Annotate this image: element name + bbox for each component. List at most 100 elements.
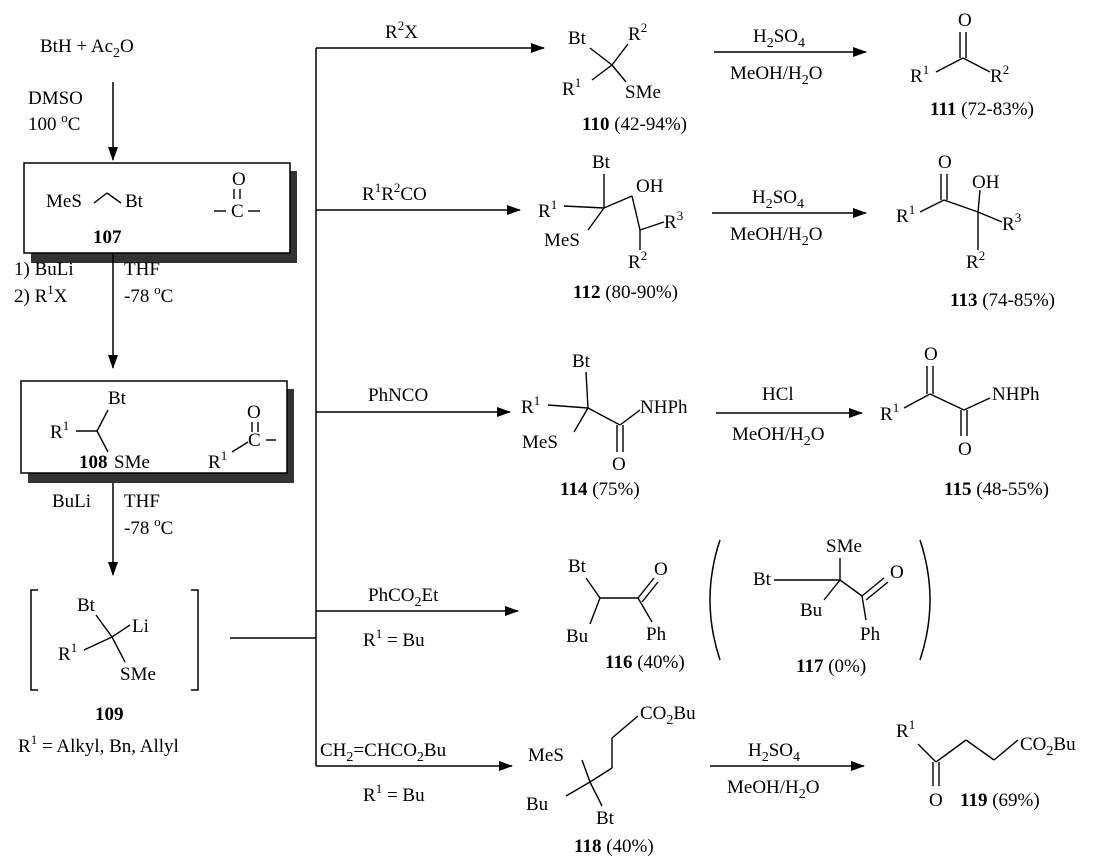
- svg-text:Bt: Bt: [753, 569, 772, 590]
- compound-114: Bt R1 MeS NHPh O 114 (75%): [521, 351, 688, 500]
- compound-117: SMe Bt O Bu Ph 117 (0%): [709, 536, 931, 677]
- svg-text:R1: R1: [58, 640, 77, 665]
- conditions-118-119: H2SO4 MeOH/H2O: [727, 740, 820, 802]
- svg-text:O: O: [938, 152, 952, 173]
- compound-116: Bt O Bu Ph 116 (40%): [566, 556, 685, 673]
- svg-text:MeS: MeS: [544, 230, 580, 251]
- svg-text:117 (0%): 117 (0%): [796, 656, 866, 677]
- svg-text:R1: R1: [538, 197, 557, 222]
- svg-text:R1: R1: [50, 418, 69, 443]
- svg-text:CO2Bu: CO2Bu: [1020, 734, 1076, 759]
- reagent-r2x: R2X: [385, 18, 418, 43]
- svg-text:SMe: SMe: [120, 664, 156, 685]
- compound-label-110: 110: [582, 114, 609, 135]
- svg-text:OH: OH: [972, 172, 1000, 193]
- svg-text:MeS: MeS: [528, 745, 564, 766]
- svg-text:O: O: [612, 454, 626, 475]
- reagent-phco2et: PhCO2Et R1 = Bu: [363, 585, 439, 651]
- svg-text:Bt: Bt: [77, 595, 96, 616]
- compound-119: R1 CO2Bu O 119 (69%): [896, 717, 1076, 811]
- conditions-110-111: H2SO4 MeOH/H2O: [730, 26, 823, 88]
- compound-107-box: MeS Bt 107 O C: [23, 162, 297, 263]
- svg-text:R1 = Bu: R1 = Bu: [363, 781, 425, 806]
- compound-label-112: 112: [573, 282, 600, 303]
- starting-materials: BtH + Ac2O: [40, 36, 134, 61]
- compound-110: Bt R2 R1 SMe 110 (42-94%): [562, 20, 687, 135]
- svg-text:110 (42-94%): 110 (42-94%): [582, 114, 687, 135]
- svg-text:2) R1X: 2) R1X: [14, 282, 68, 307]
- intermediate-109: Bt Li R1 SMe 109: [30, 589, 199, 725]
- compound-label-115: 115: [944, 479, 971, 500]
- svg-text:NHPh: NHPh: [992, 384, 1040, 405]
- svg-text:O: O: [958, 10, 972, 31]
- svg-text:Bt: Bt: [568, 556, 587, 577]
- svg-text:Bt: Bt: [572, 351, 591, 372]
- svg-text:Bu: Bu: [800, 600, 823, 621]
- svg-text:O: O: [929, 790, 943, 811]
- svg-text:CO2Bu: CO2Bu: [640, 703, 696, 728]
- svg-text:R1: R1: [896, 717, 915, 742]
- svg-text:MeS: MeS: [46, 191, 82, 212]
- svg-text:THF: THF: [124, 491, 160, 512]
- compound-label-107: 107: [93, 227, 122, 248]
- compound-label-114: 114: [560, 479, 588, 500]
- svg-text:MeOH/H2O: MeOH/H2O: [727, 777, 820, 802]
- svg-text:R3: R3: [1002, 210, 1021, 235]
- compound-115: O R1 NHPh O 115 (48-55%): [880, 344, 1049, 500]
- svg-text:Bt: Bt: [568, 28, 587, 49]
- svg-text:O: O: [654, 559, 668, 580]
- svg-text:116 (40%): 116 (40%): [605, 652, 685, 673]
- svg-text:BtH + Ac2O: BtH + Ac2O: [40, 36, 134, 61]
- compound-118: CO2Bu MeS Bu Bt 118 (40%): [526, 703, 696, 857]
- compound-label-111: 111: [930, 99, 956, 120]
- svg-text:THF: THF: [124, 259, 160, 280]
- svg-text:Bu: Bu: [566, 626, 589, 647]
- svg-text:H2SO4: H2SO4: [748, 740, 800, 765]
- step3-conditions: BuLi THF -78 oC: [52, 491, 173, 539]
- svg-text:-78 oC: -78 oC: [124, 514, 173, 539]
- svg-text:H2SO4: H2SO4: [752, 187, 804, 212]
- svg-text:MeOH/H2O: MeOH/H2O: [732, 424, 825, 449]
- svg-text:114 (75%): 114 (75%): [560, 479, 640, 500]
- svg-text:C: C: [248, 430, 261, 451]
- step1-conditions: DMSO 100 oC: [28, 88, 83, 135]
- svg-text:Bt: Bt: [592, 152, 611, 173]
- svg-text:111 (72-83%): 111 (72-83%): [930, 99, 1034, 120]
- svg-text:O: O: [247, 402, 261, 423]
- compound-label-113: 113: [950, 290, 977, 311]
- svg-text:Bt: Bt: [596, 808, 615, 829]
- svg-text:Bt: Bt: [108, 388, 127, 409]
- svg-text:OH: OH: [636, 176, 664, 197]
- compound-113: O R1 OH R3 R2 113 (74-85%): [896, 152, 1055, 311]
- svg-text:Bu: Bu: [526, 794, 549, 815]
- compound-108-box: R1 Bt SMe 108 R1 C O: [20, 380, 294, 483]
- compound-label-117: 117: [796, 656, 824, 677]
- svg-text:SMe: SMe: [625, 82, 661, 103]
- svg-text:HCl: HCl: [762, 384, 794, 405]
- svg-text:MeOH/H2O: MeOH/H2O: [730, 224, 823, 249]
- svg-text:MeS: MeS: [522, 432, 558, 453]
- svg-text:H2SO4: H2SO4: [753, 26, 805, 51]
- svg-text:BuLi: BuLi: [52, 491, 91, 512]
- compound-label-118: 118: [574, 836, 601, 857]
- compound-label-119: 119: [960, 790, 987, 811]
- svg-text:Ph: Ph: [860, 624, 881, 645]
- svg-text:112 (80-90%): 112 (80-90%): [573, 282, 678, 303]
- svg-text:SMe: SMe: [114, 452, 150, 473]
- svg-text:-78 oC: -78 oC: [124, 282, 173, 307]
- svg-text:R2: R2: [628, 20, 647, 45]
- compound-label-116: 116: [605, 652, 632, 673]
- svg-text:R3: R3: [664, 208, 683, 233]
- svg-text:R1: R1: [910, 62, 929, 87]
- svg-text:PhCO2Et: PhCO2Et: [368, 585, 439, 610]
- compound-label-109: 109: [95, 704, 124, 725]
- compound-label-108: 108: [79, 452, 108, 473]
- compound-111: O R1 R2 111 (72-83%): [910, 10, 1034, 120]
- svg-text:1) BuLi: 1) BuLi: [14, 259, 74, 280]
- svg-text:C: C: [231, 201, 244, 222]
- svg-text:113 (74-85%): 113 (74-85%): [950, 290, 1055, 311]
- svg-text:MeOH/H2O: MeOH/H2O: [730, 63, 823, 88]
- svg-text:CH2=CHCO2Bu: CH2=CHCO2Bu: [320, 740, 447, 765]
- svg-text:O: O: [958, 439, 972, 460]
- svg-text:R1 = Alkyl, Bn, Allyl: R1 = Alkyl, Bn, Allyl: [18, 732, 179, 757]
